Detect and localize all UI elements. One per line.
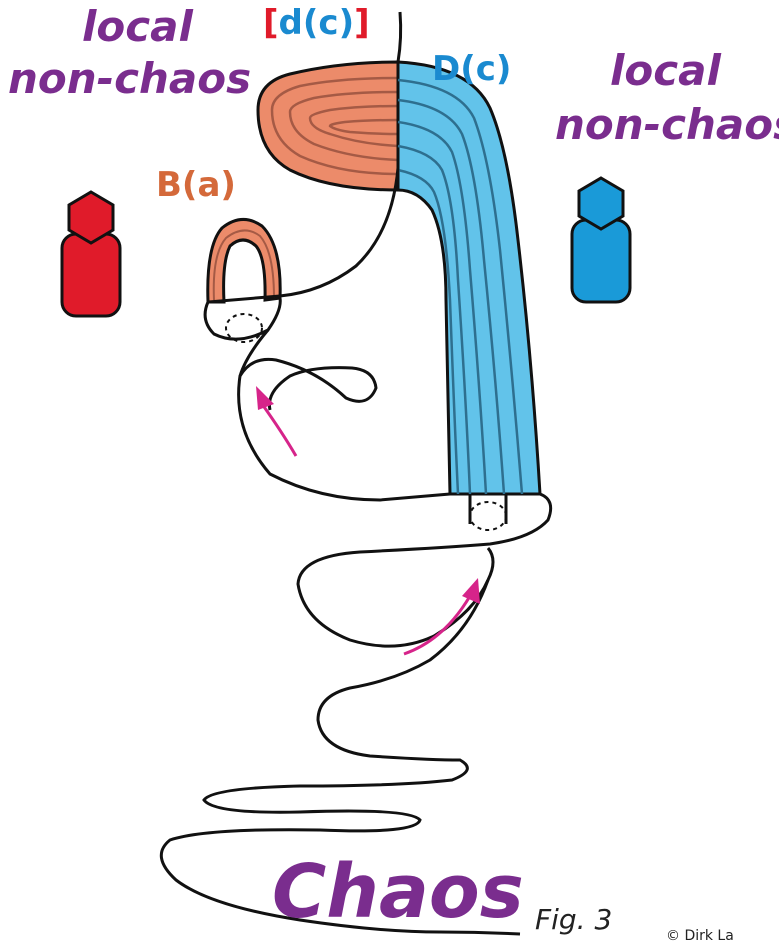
blue-hexagon-figure-icon <box>572 178 630 302</box>
blue-dashed-circle <box>470 502 506 530</box>
local-label-left-line1: local <box>82 6 193 48</box>
local-label-left-line2: non-chaos <box>8 58 251 100</box>
right-arrow <box>404 596 470 654</box>
blue-inner-edge <box>470 494 506 524</box>
left-arrow <box>262 404 296 456</box>
chaos-label: Chaos <box>272 855 524 929</box>
dc-label-close: ] <box>354 3 370 43</box>
dc-label-inner: d(c) <box>279 3 355 43</box>
dc-label-open: [ <box>263 3 279 43</box>
red-hexagon-figure-icon <box>62 192 120 316</box>
local-label-right-line1: local <box>610 50 721 92</box>
dc-label: [d(c)] <box>263 6 370 40</box>
copyright-text: © Dirk La <box>666 929 734 943</box>
blue-bottom-loop <box>298 494 551 646</box>
ba-label: B(a) <box>156 168 236 202</box>
top-vertical-line <box>398 12 401 62</box>
ba-band <box>208 219 280 302</box>
right-arrow-head <box>462 578 480 604</box>
figure-caption: Fig. 3 <box>535 906 612 934</box>
Dc-label: D(c) <box>432 52 511 86</box>
local-label-right-line2: non-chaos <box>555 104 779 146</box>
